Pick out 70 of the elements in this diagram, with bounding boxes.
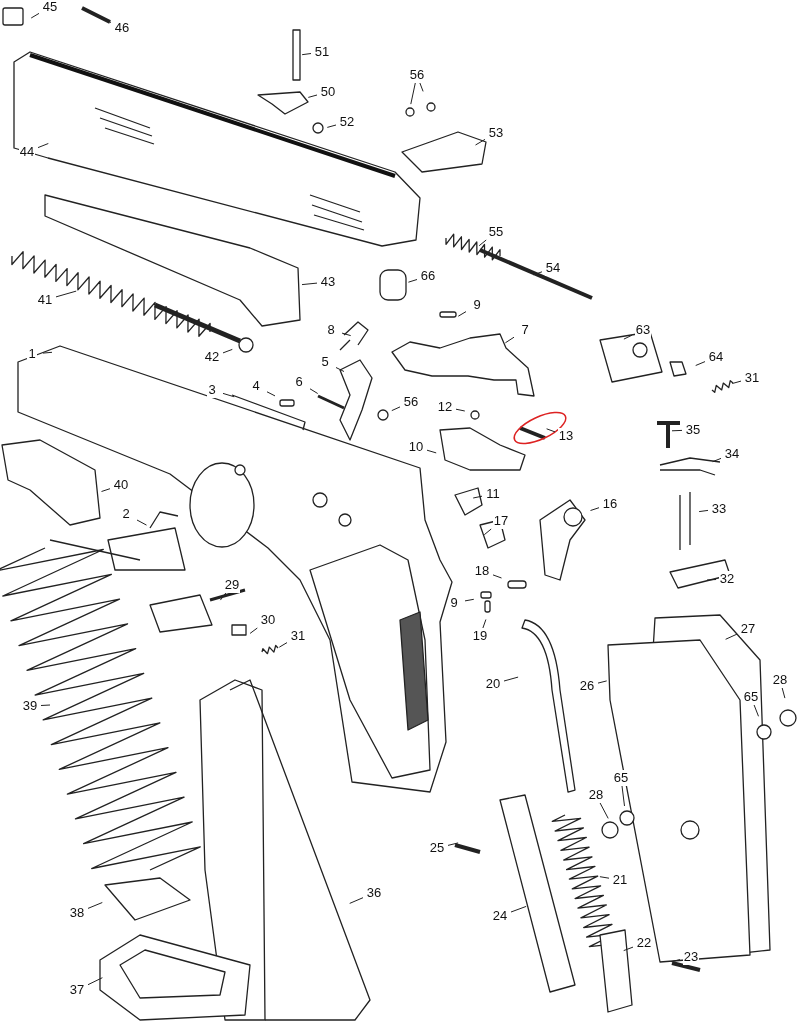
leader-line (407, 279, 418, 283)
leader-line (731, 380, 742, 384)
leader-line (410, 82, 416, 105)
leader-line (349, 897, 364, 904)
callout-number: 27 (739, 621, 757, 637)
leader-line (599, 802, 609, 819)
leader-line (222, 392, 235, 398)
leader-line (102, 18, 112, 23)
leader-line (455, 408, 466, 412)
leader-line (695, 361, 706, 366)
leader-line (30, 12, 40, 19)
callout-number: 54 (544, 260, 562, 276)
leader-line (621, 785, 625, 807)
leader-line (671, 429, 683, 432)
leader-line (599, 876, 610, 879)
leader-line (546, 428, 556, 433)
leader-line (457, 311, 467, 317)
leader-line (447, 842, 459, 846)
leader-line (510, 905, 527, 913)
callout-number: 17 (492, 513, 510, 529)
leader-line (391, 406, 401, 412)
leader-line (712, 457, 722, 463)
leader-line (725, 633, 738, 640)
leader-line (307, 94, 318, 98)
leader-line (419, 82, 424, 92)
leader-line (472, 495, 483, 499)
callout-number: 3 (207, 382, 217, 398)
leader-line (249, 627, 258, 634)
leader-line (101, 488, 111, 492)
leader-line (426, 449, 437, 454)
leader-line (483, 528, 492, 536)
leader-line (301, 282, 318, 286)
leader-line (503, 676, 519, 682)
leader-line (698, 509, 709, 513)
leader-line (504, 336, 515, 344)
leader-line (475, 138, 486, 146)
leader-line (136, 519, 147, 526)
leader-line (222, 348, 233, 354)
leader-line (533, 271, 543, 276)
leader-line (266, 391, 276, 397)
leader-line (301, 53, 312, 56)
leader-line (753, 704, 759, 717)
leader-line (478, 239, 487, 247)
leader-line (623, 334, 633, 340)
leader-line (278, 642, 288, 648)
callout-number: 63 (634, 322, 652, 338)
leader-line (492, 574, 502, 579)
leader-line (670, 959, 681, 963)
callout-number: 1 (27, 346, 37, 362)
callout-number: 65 (612, 770, 630, 786)
leader-line (482, 619, 487, 629)
leader-line (37, 143, 49, 149)
leader-line (87, 902, 103, 909)
leader-line (309, 388, 319, 394)
leader-line (781, 687, 786, 699)
leader-line (590, 507, 600, 511)
leader-line (597, 680, 608, 684)
leader-line (326, 124, 337, 128)
leader-line (219, 592, 227, 601)
leader-line (42, 351, 53, 354)
leader-line (40, 704, 51, 706)
leader-line (341, 332, 352, 337)
leader-line (464, 598, 475, 602)
leader-line (706, 579, 717, 581)
leader-line (55, 290, 77, 298)
leader-line (623, 946, 634, 952)
leader-line (335, 367, 345, 372)
callout-number: 29 (223, 577, 241, 593)
leader-line (87, 977, 103, 986)
callout-number: 23 (682, 949, 700, 965)
